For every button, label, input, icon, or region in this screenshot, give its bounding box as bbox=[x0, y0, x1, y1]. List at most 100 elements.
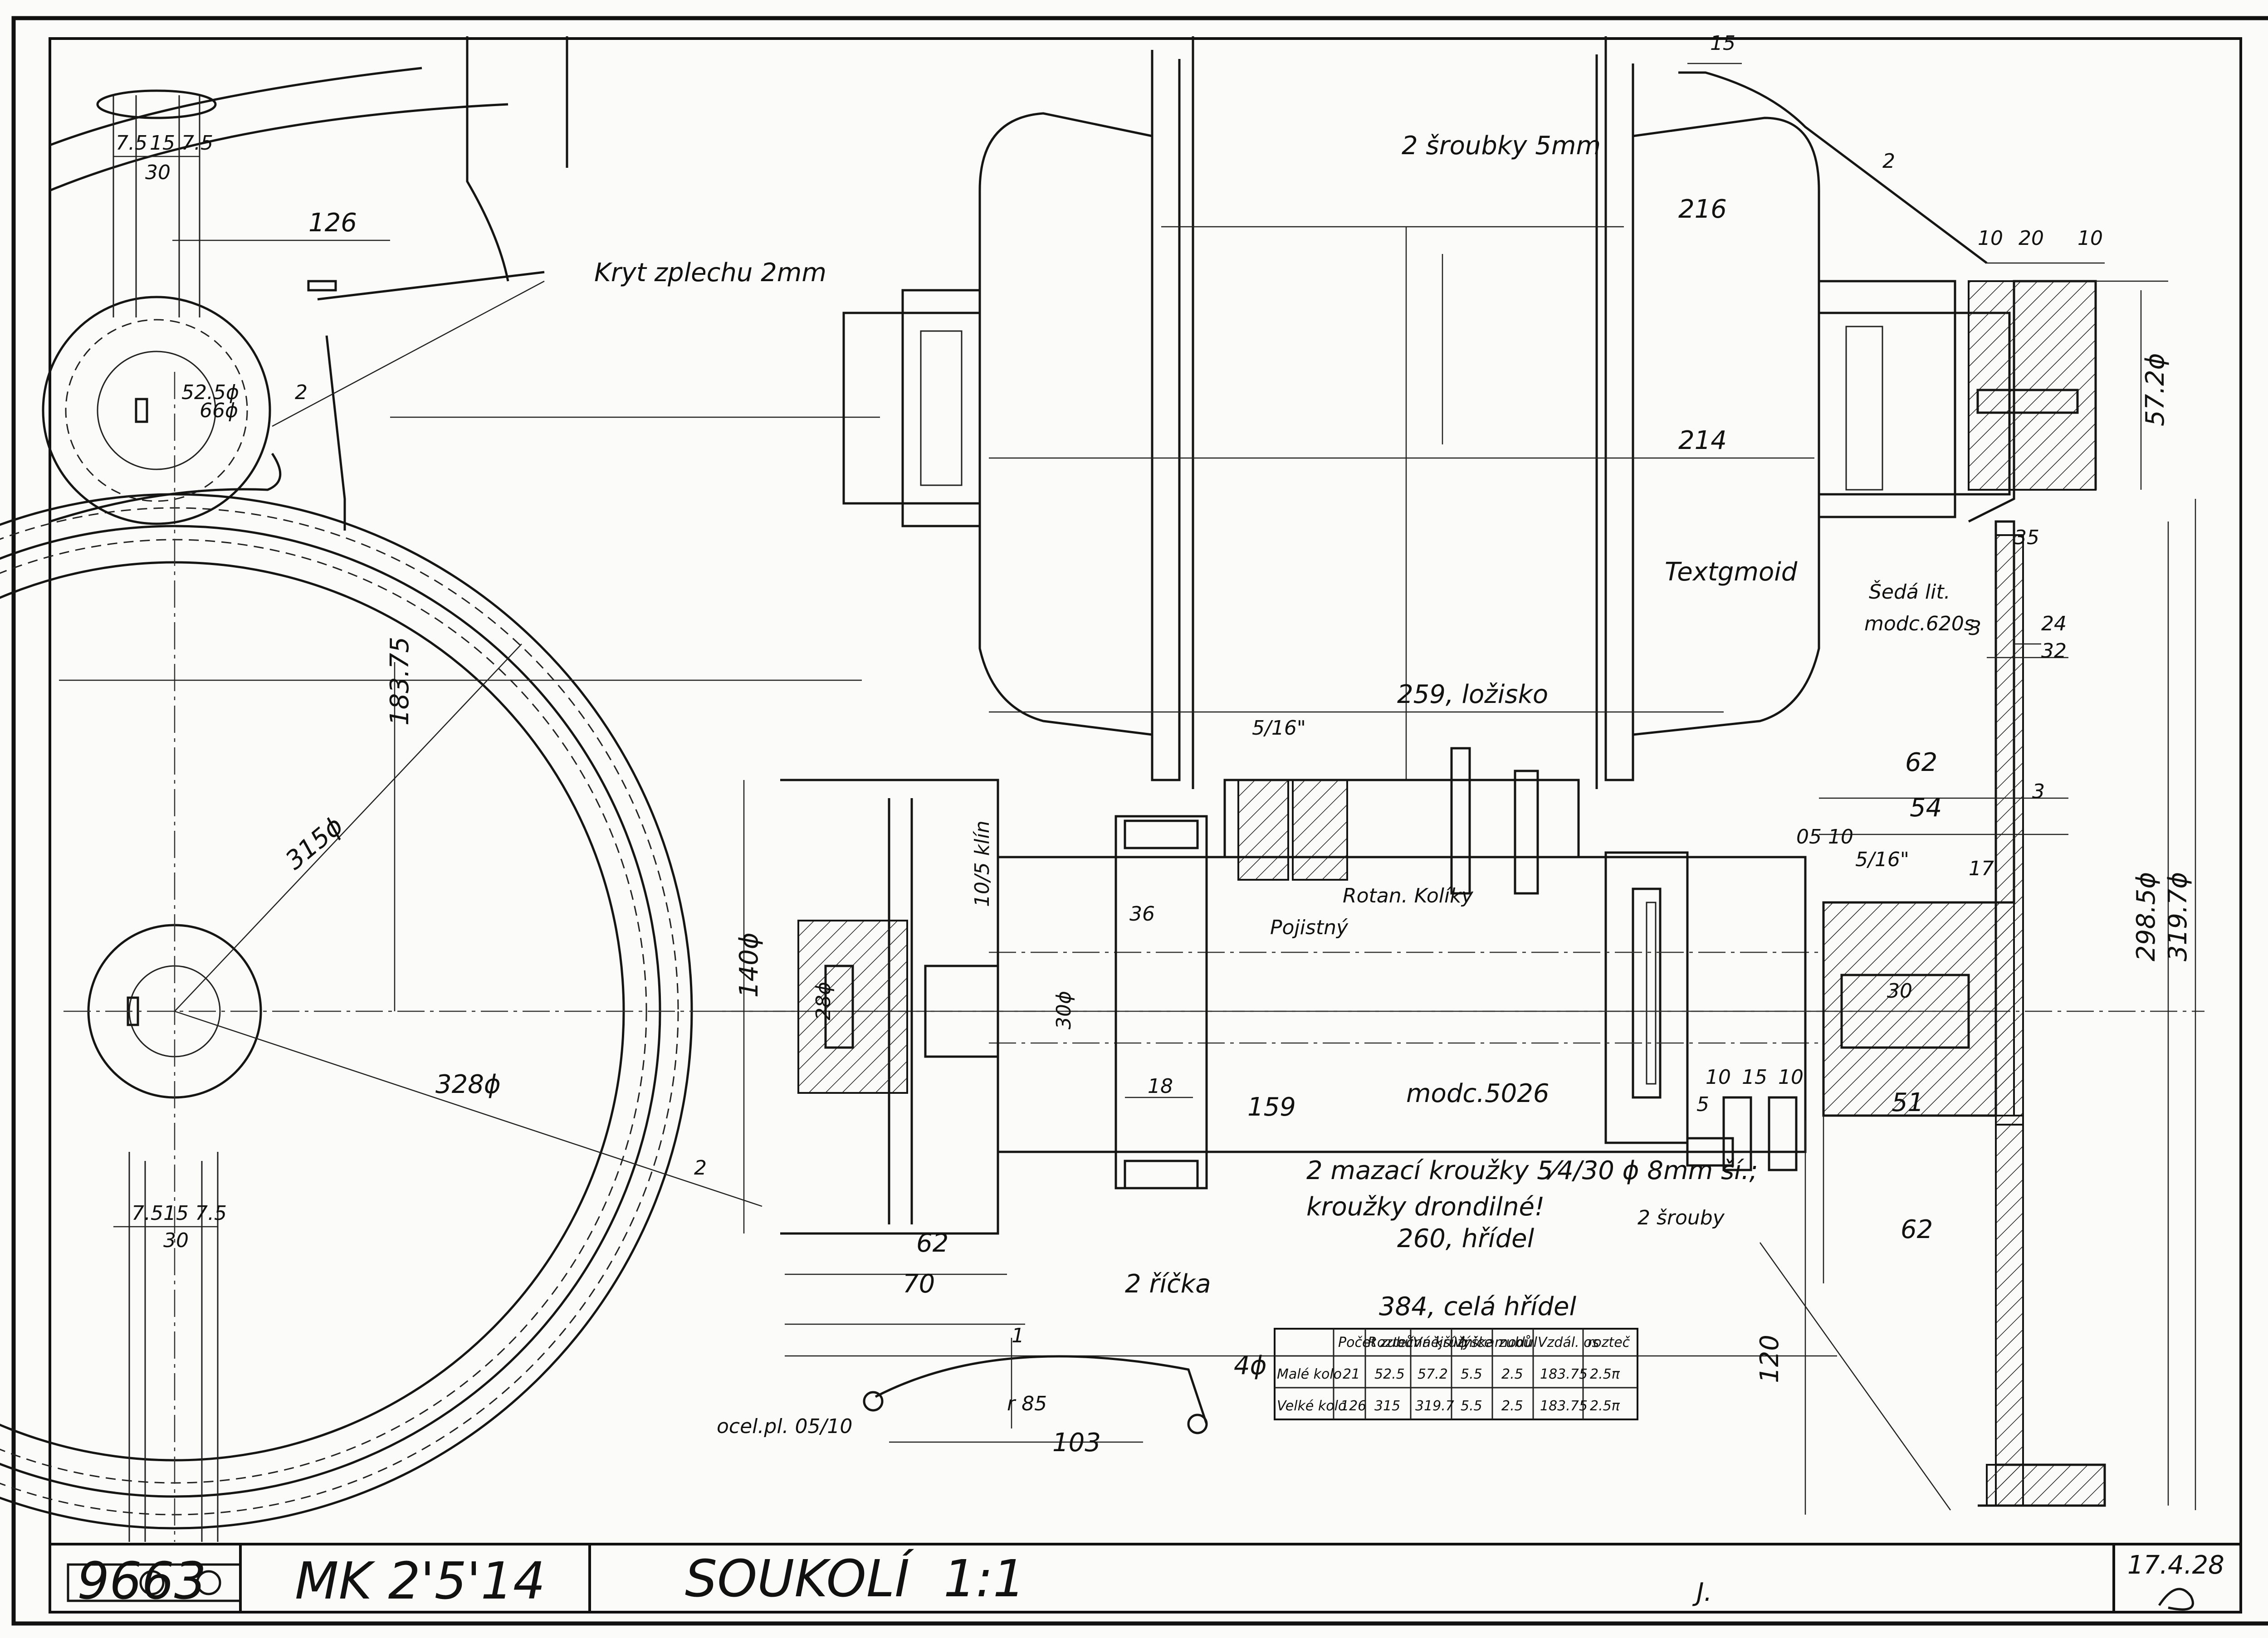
dim-7-5b: 7.5 bbox=[181, 132, 213, 155]
dim-15-top: 15 bbox=[1710, 32, 1735, 55]
dim-140: 140ϕ bbox=[734, 932, 764, 998]
dim-05: 05 bbox=[1796, 825, 1822, 848]
table-cell: 183.75 bbox=[1540, 1398, 1588, 1414]
table-header-roztec: rozteč bbox=[1588, 1335, 1631, 1350]
label-pojistny: Pojistný bbox=[1270, 916, 1349, 939]
dim-15d: 15 bbox=[1742, 1066, 1767, 1089]
dim-15c: 15 bbox=[163, 1202, 189, 1225]
dim-30a: 30 bbox=[145, 161, 171, 184]
table-cell: 5.5 bbox=[1461, 1366, 1482, 1382]
gear-data-table: Počet zubů Roztečná kružnice Vnější ϕ Vý… bbox=[1274, 1328, 1638, 1420]
label-sedalit: Šedá lit. bbox=[1869, 580, 1950, 604]
dim-10e: 10 bbox=[1778, 1066, 1804, 1089]
dim-51: 51 bbox=[1892, 1088, 1924, 1117]
dim-36: 36 bbox=[1129, 902, 1155, 926]
label-lozisko: 259, ložisko bbox=[1397, 680, 1548, 709]
dim-2c: 2 bbox=[1882, 150, 1895, 173]
dim-7-5c: 7.5 bbox=[132, 1202, 163, 1225]
oil-scoop-sketch bbox=[863, 1338, 1208, 1443]
table-cell: 2.5 bbox=[1501, 1366, 1523, 1382]
table-cell: 126 bbox=[1340, 1398, 1366, 1414]
dim-15a: 15 bbox=[150, 132, 175, 155]
dim-10d: 10 bbox=[1706, 1066, 1731, 1089]
table-cell: 315 bbox=[1374, 1398, 1400, 1414]
drawing-date: 17.4.28 bbox=[2127, 1550, 2224, 1580]
label-zricka: 2 říčka bbox=[1125, 1269, 1211, 1299]
label-mazaci: 2 mazací kroužky 5⁄4/30 ϕ 8mm ší.; bbox=[1306, 1156, 1758, 1185]
dim-24: 24 bbox=[2041, 612, 2067, 635]
dimension-texts: 15 7.5 15 7.5 30 126 52.5ϕ 66ϕ 2 183.75 … bbox=[116, 32, 2193, 1458]
pinion bbox=[1114, 815, 1208, 1190]
dim-214: 214 bbox=[1678, 426, 1727, 455]
dim-3a: 3 bbox=[1969, 617, 1981, 640]
table-header-modul: modul bbox=[1495, 1335, 1538, 1350]
dim-52-5: 52.5ϕ bbox=[181, 381, 239, 404]
label-modc620s: modc.620s bbox=[1864, 612, 1975, 635]
label-sroubky-top: 2 šroubky 5mm bbox=[1402, 131, 1601, 161]
signature-icon bbox=[2158, 1588, 2194, 1611]
table-cell: 2.5π bbox=[1590, 1398, 1620, 1414]
dim-r85: r 85 bbox=[1007, 1392, 1047, 1415]
dim-20: 20 bbox=[2019, 227, 2044, 250]
dim-54: 54 bbox=[1910, 793, 1942, 823]
inner-frame bbox=[49, 37, 2242, 1614]
label-kryt: Kryt zplechu 2mm bbox=[594, 258, 826, 288]
table-cell: 21 bbox=[1343, 1366, 1360, 1382]
label-klin: 10/5 klín bbox=[971, 820, 994, 907]
drawing-scale: 1:1 bbox=[943, 1550, 1025, 1609]
label-hridel260: 260, hřídel bbox=[1397, 1224, 1535, 1253]
dim-183-75: 183.75 bbox=[385, 637, 415, 726]
dim-159: 159 bbox=[1247, 1092, 1296, 1122]
table-header-roztecna: Roztečná kružnice bbox=[1368, 1335, 1492, 1350]
label-ocelpl: ocel.pl. 05/10 bbox=[717, 1415, 852, 1438]
dim-30d: 30 bbox=[1887, 980, 1912, 1003]
table-cell: 5.5 bbox=[1461, 1398, 1482, 1414]
motor-housing bbox=[842, 36, 2011, 789]
label-kolik: Rotan. Kolíky bbox=[1343, 884, 1474, 907]
gear-hub-section bbox=[1678, 63, 2196, 1515]
dim-66: 66ϕ bbox=[200, 399, 238, 422]
table-header-pocet: Počet zubů bbox=[1338, 1335, 1413, 1350]
dim-10a: 10 bbox=[1978, 227, 2003, 250]
table-cell: 2.5 bbox=[1501, 1398, 1523, 1414]
table-cell: 183.75 bbox=[1540, 1366, 1588, 1382]
dim-28: 28ϕ bbox=[812, 982, 835, 1020]
dim-319-7: 319.7ϕ bbox=[2163, 872, 2193, 961]
dim-1: 1 bbox=[1012, 1324, 1024, 1347]
dim-298-5: 298.5ϕ bbox=[2131, 872, 2161, 961]
dim-5: 5 bbox=[1696, 1093, 1709, 1116]
dim-10c: 10 bbox=[1828, 825, 1853, 848]
label-sroubky-bottom: 2 šrouby bbox=[1637, 1206, 1725, 1229]
dim-62c: 62 bbox=[916, 1228, 948, 1258]
dim-30b: 30 bbox=[163, 1229, 189, 1252]
dim-70: 70 bbox=[903, 1269, 935, 1299]
dim-4: 4ϕ bbox=[1234, 1351, 1267, 1380]
label-krouzky: kroužky drondilné! bbox=[1306, 1192, 1545, 1222]
dim-10b: 10 bbox=[2077, 227, 2103, 250]
dim-5-16b: 5/16" bbox=[1855, 848, 1909, 871]
label-hridel384: 384, celá hřídel bbox=[1379, 1292, 1576, 1321]
dim-3b: 3 bbox=[2032, 780, 2045, 803]
dim-216: 216 bbox=[1678, 195, 1727, 224]
label-textgmoid: Textgmoid bbox=[1665, 557, 1798, 587]
dim-57-2: 57.2ϕ bbox=[2141, 353, 2170, 426]
title-block: 9663 MK 2'5'14 SOUKOLÍ 1:1 J. 17.4.28 bbox=[50, 1543, 2241, 1612]
small-pulley bbox=[743, 779, 1837, 1357]
dim-328: 328ϕ bbox=[435, 1070, 501, 1099]
dim-126: 126 bbox=[308, 208, 357, 238]
dim-7-5a: 7.5 bbox=[116, 132, 147, 155]
dim-5-16a: 5/16" bbox=[1252, 717, 1306, 740]
dim-7-5d: 7.5 bbox=[195, 1202, 227, 1225]
table-header-vzdal: Vzdál. os bbox=[1538, 1335, 1599, 1350]
outer-frame bbox=[11, 16, 2268, 1626]
dim-35: 35 bbox=[2014, 526, 2039, 549]
dim-32: 32 bbox=[2041, 639, 2067, 663]
dim-18: 18 bbox=[1148, 1075, 1173, 1098]
table-cell: 52.5 bbox=[1374, 1366, 1405, 1382]
table-row-label: Malé kolo bbox=[1277, 1366, 1342, 1382]
label-modc5026: modc.5026 bbox=[1406, 1079, 1549, 1108]
drawing-number: 9663 bbox=[77, 1552, 206, 1611]
annotations: Kryt zplechu 2mm 2 šroubky 5mm Textgmoid… bbox=[594, 131, 1975, 1438]
dim-2b: 2 bbox=[694, 1156, 707, 1180]
